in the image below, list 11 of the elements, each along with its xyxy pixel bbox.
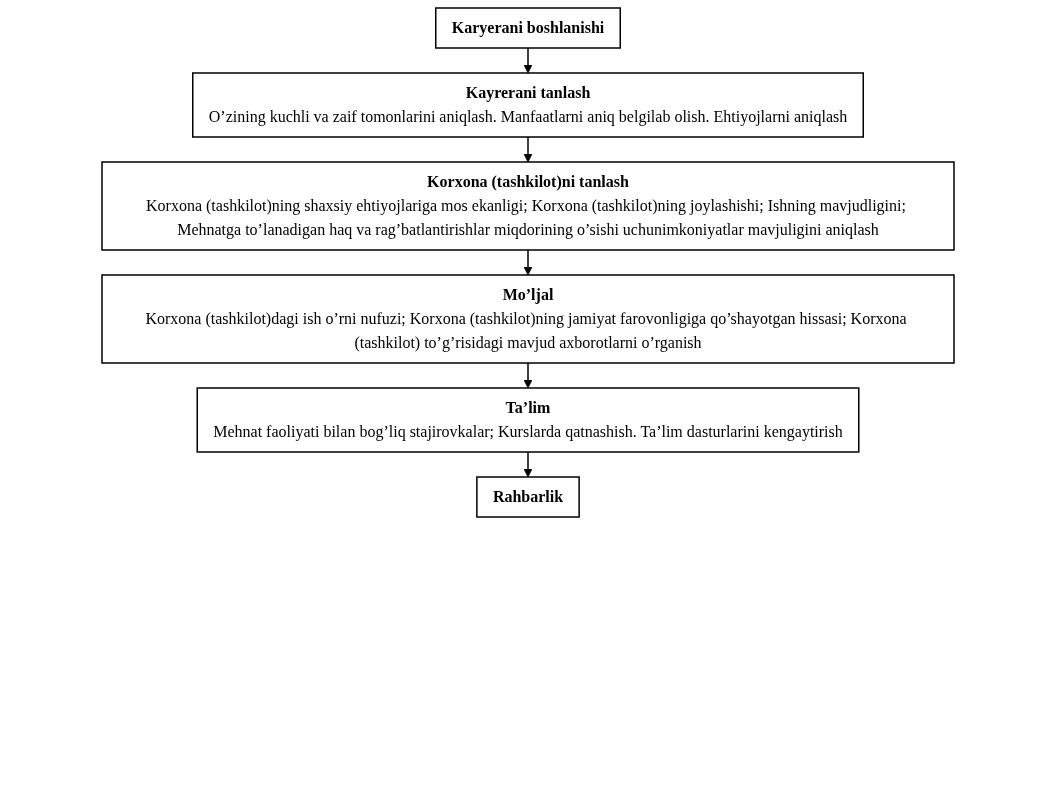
node-box: Mo’ljal Korxona (tashkilot)dagi ish o’rni nufuzi; Korxona (tashkilot)ning jamiyat farovonligiga qo’shayotgan hissasi; Korxona (tashkilot) to’g’risidagi mavjud axborotlarni o’rganish — [100, 274, 955, 364]
node-box: Kayrerani tanlash O’zining kuchli va zaif tomonlarini aniqlash. Manfaatlarni aniq belgilab olish. Ehtiyojlarni aniqlash — [191, 72, 864, 138]
arrow — [523, 451, 532, 478]
node-box: Ta’lim Mehnat faoliyati bilan bog’liq stajirovkalar; Kurslarda qatnashish. Ta’lim dasturlarini kengaytirish — [196, 387, 859, 453]
node-box: Karyerani boshlanishi — [434, 7, 621, 49]
node-box: Korxona (tashkilot)ni tanlash Korxona (tashkilot)ning shaxsiy ehtiyojlariga mos ekanligi; Korxona (tashkilot)ning joylashishi; Ishning mavjudligini; Mehnatga to’lanadigan haq va rag’batlantirishlar miqdorining o’sishi uchunimkoniyatlar mavjuligini aniqlash — [100, 161, 955, 251]
arrow — [523, 362, 532, 389]
arrow — [523, 136, 532, 163]
node-box: Rahbarlik — [475, 476, 580, 518]
arrow — [523, 47, 532, 74]
arrow — [523, 249, 532, 276]
